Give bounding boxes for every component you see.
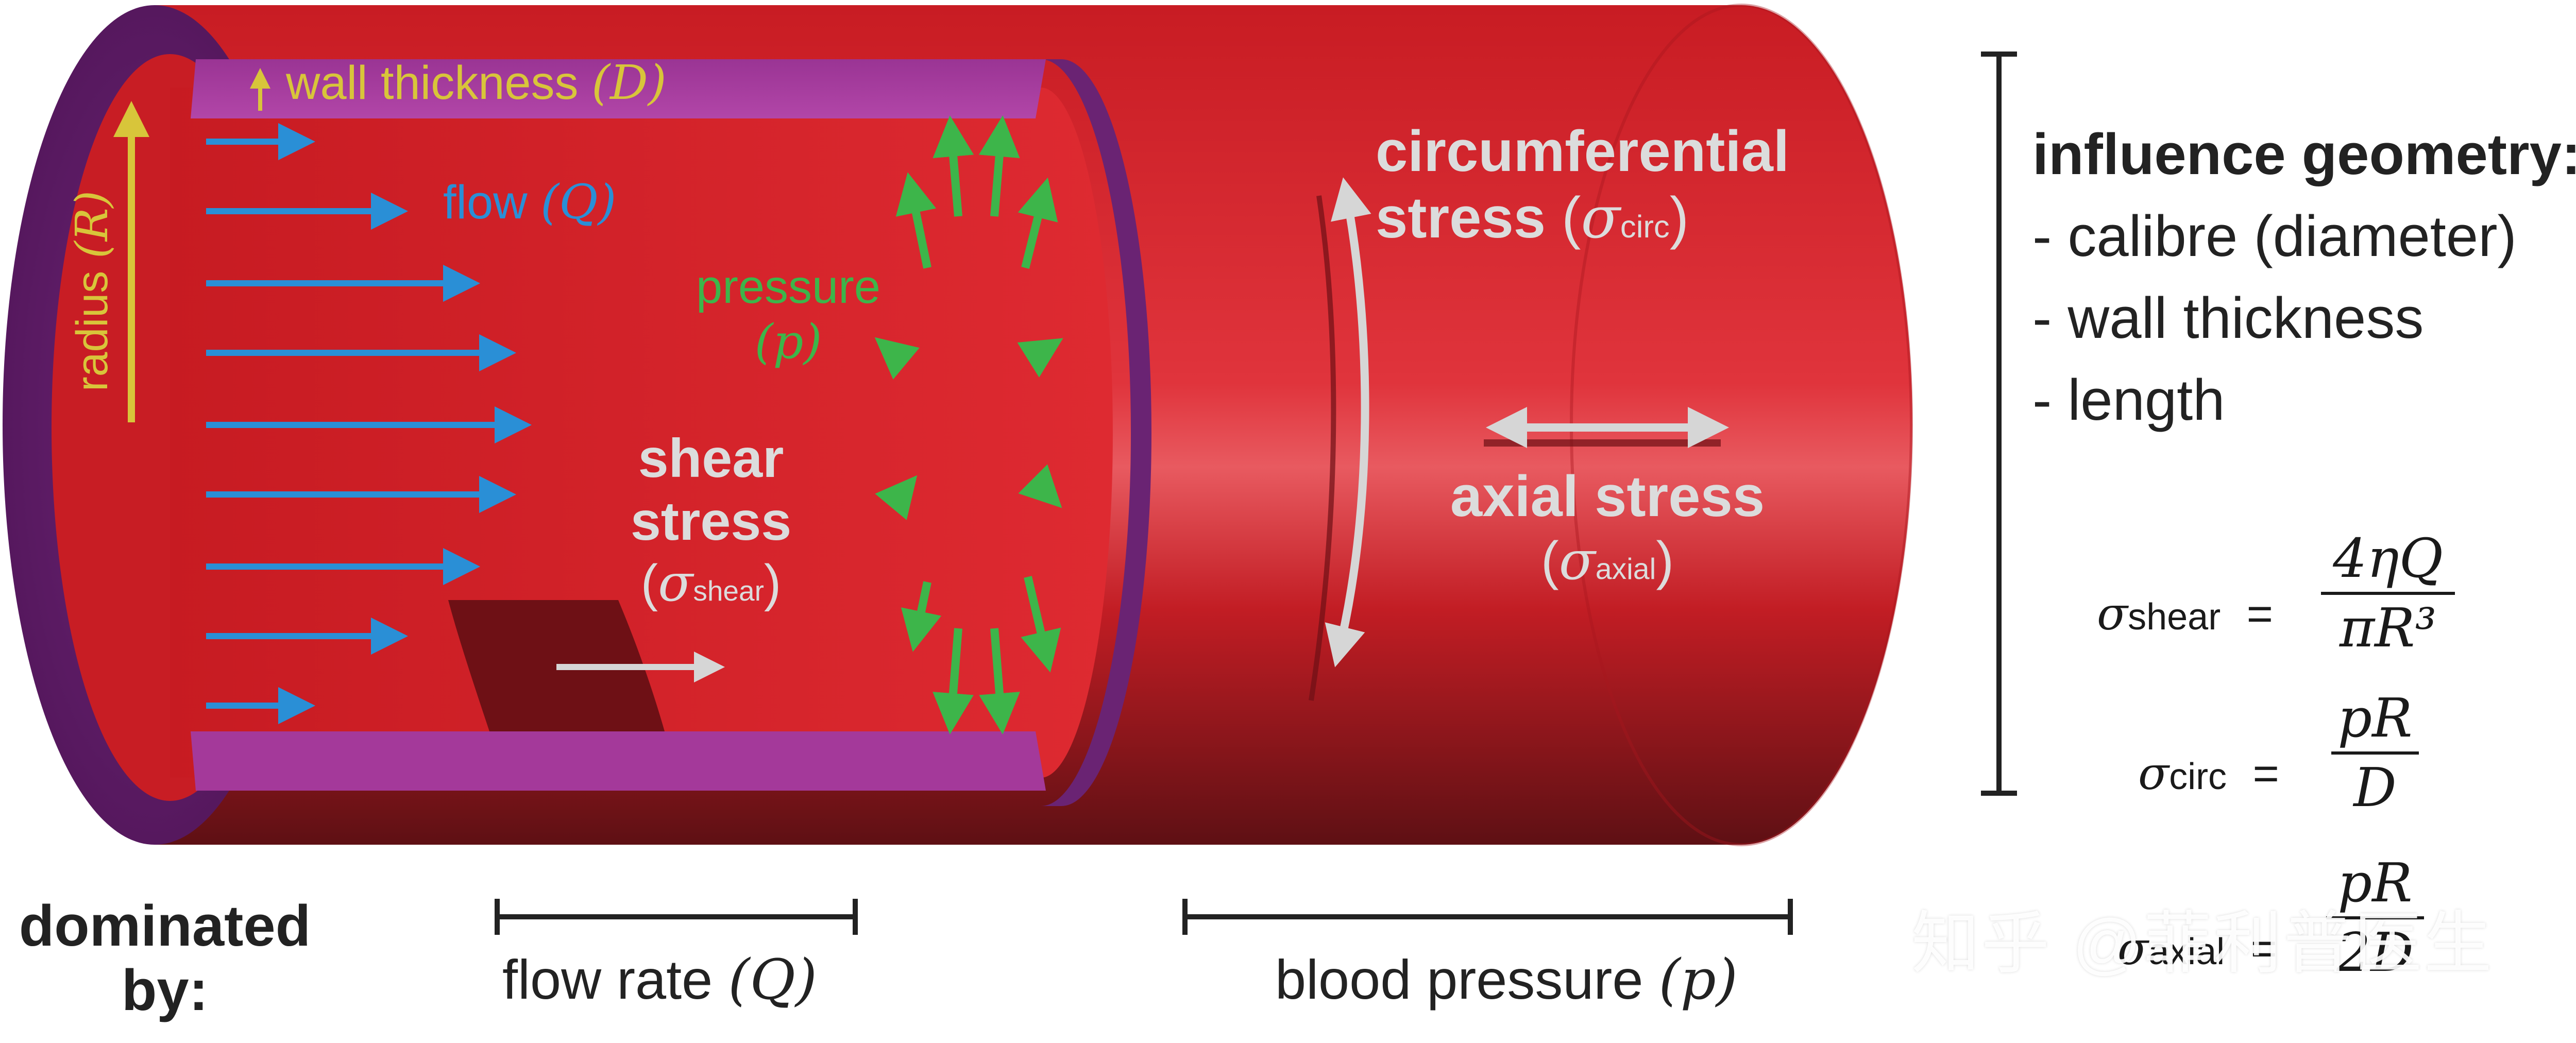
shear-stress-symbol: (σshear)	[640, 552, 782, 613]
pressure-arrow	[1021, 576, 1061, 673]
flow-arrows	[206, 123, 532, 724]
flow-rate-text: flow rate	[502, 948, 713, 1011]
eq-circ-sub: circ	[2169, 756, 2227, 797]
eq-circ-equals: =	[2252, 748, 2279, 799]
eq-circ-fraction-bar	[2331, 751, 2419, 755]
pressure-arrow	[933, 115, 974, 217]
equation-shear-fraction: 4ηQ πR³	[2321, 527, 2455, 660]
equation-circ-fraction: pR D	[2331, 690, 2419, 816]
pressure-arrow	[933, 628, 974, 734]
circumferential-line2: stress	[1376, 185, 1546, 250]
blood-pressure-range-bar	[1182, 899, 1793, 935]
pressure-arrow	[979, 628, 1020, 734]
equation-shear-lhs: σshear =	[2097, 587, 2273, 640]
eq-circ-numerator: pR	[2337, 687, 2413, 749]
wall-thickness-text: wall thickness	[286, 57, 579, 109]
radius-symbol: (R)	[66, 191, 118, 259]
eq-axial-sub: axial	[2148, 931, 2225, 972]
radius-label: radius (R)	[66, 191, 118, 391]
flow-rate-range-bar	[495, 899, 858, 935]
eq-shear-sigma: σ	[2097, 587, 2128, 640]
pressure-arrow	[895, 172, 937, 269]
eq-shear-numerator: 4ηQ	[2333, 527, 2443, 590]
pressure-arrow	[901, 581, 942, 652]
eq-shear-equals: =	[2246, 588, 2274, 639]
blood-pressure-symbol: (p)	[1658, 948, 1738, 1012]
vessel-cut-edge	[1041, 59, 1151, 806]
blood-pressure-label: blood pressure (p)	[1275, 948, 1738, 1012]
eq-axial-numerator: pR	[2337, 851, 2413, 914]
circumferential-symbol: (σcirc)	[1562, 184, 1689, 251]
axial-line1: axial stress	[1450, 464, 1765, 528]
radius-text: radius	[67, 270, 117, 391]
shear-stress-label: shear stress (σshear)	[608, 428, 814, 613]
geometry-panel: influence geometry: - calibre (diameter)…	[2032, 113, 2576, 441]
eq-shear-sub: shear	[2128, 596, 2221, 638]
eq-shear-denominator: πR³	[2339, 596, 2437, 660]
shear-sigma: σ	[658, 552, 693, 613]
wall-strip-bottom	[191, 731, 1046, 791]
flow-rate-label: flow rate (Q)	[502, 948, 817, 1012]
circumferential-line1: circumferential	[1376, 119, 1789, 183]
wall-thickness-label: wall thickness (D)	[286, 56, 667, 111]
eq-circ-sigma: σ	[2138, 747, 2170, 800]
pressure-arrow	[875, 475, 918, 520]
eq-axial-sigma: σ	[2117, 922, 2149, 975]
circumferential-stress-arrow	[1325, 177, 1371, 668]
pressure-arrows	[874, 115, 1063, 734]
shear-stress-line2: stress	[630, 490, 792, 552]
axial-stress-label: axial stress (σaxial)	[1448, 464, 1767, 592]
pressure-symbol: (p)	[754, 314, 822, 369]
circ-sub: circ	[1620, 209, 1670, 245]
dominated-by-label: dominated by:	[0, 894, 330, 1023]
geometry-item-length: - length	[2032, 368, 2225, 433]
circ-sigma: σ	[1581, 184, 1620, 251]
equation-circ-lhs: σcirc =	[2138, 747, 2279, 800]
blood-pressure-text: blood pressure	[1275, 948, 1643, 1011]
flow-rate-symbol: (Q)	[728, 948, 817, 1012]
flow-symbol: (Q)	[540, 175, 617, 230]
geometry-heading: influence geometry:	[2032, 122, 2576, 186]
pressure-arrow	[1018, 464, 1062, 508]
geometry-bracket	[1981, 52, 2017, 796]
eq-shear-fraction-bar	[2321, 592, 2455, 595]
pressure-arrow	[1018, 177, 1058, 269]
flow-label: flow (Q)	[443, 175, 616, 230]
pressure-text: pressure	[696, 261, 880, 313]
pressure-arrow	[874, 337, 920, 380]
watermark: 知乎 @菲利普医生	[1911, 905, 2494, 981]
eq-axial-denominator: 2D	[2336, 921, 2414, 984]
dominated-line1: dominated	[19, 894, 311, 958]
geometry-item-wall-thickness: - wall thickness	[2032, 286, 2424, 351]
equation-axial-lhs: σaxial =	[2117, 922, 2277, 975]
eq-axial-fraction-bar	[2326, 916, 2424, 920]
axial-sub: axial	[1595, 552, 1656, 586]
axial-sigma: σ	[1558, 528, 1596, 592]
vessel-cutaway-interior	[170, 88, 1113, 778]
equation-axial-fraction: pR 2D	[2326, 851, 2424, 984]
circumferential-stress-label: circumferential stress (σcirc)	[1376, 118, 1789, 251]
shear-sub: shear	[693, 574, 764, 607]
dominated-line2: by:	[122, 958, 208, 1023]
flow-text: flow	[443, 176, 528, 229]
geometry-item-calibre: - calibre (diameter)	[2032, 204, 2517, 269]
eq-axial-equals: =	[2250, 923, 2277, 974]
pressure-arrow	[1017, 338, 1063, 378]
eq-circ-denominator: D	[2353, 756, 2397, 819]
wall-thickness-symbol: (D)	[591, 55, 667, 110]
axial-symbol: (σaxial)	[1541, 528, 1674, 592]
shear-stress-line1: shear	[638, 428, 784, 489]
wall-strip-top	[191, 59, 1046, 118]
pressure-arrow	[978, 115, 1020, 217]
circumferential-stress-arrow-shadow	[1309, 195, 1336, 701]
pressure-label: pressure (p)	[683, 260, 894, 369]
